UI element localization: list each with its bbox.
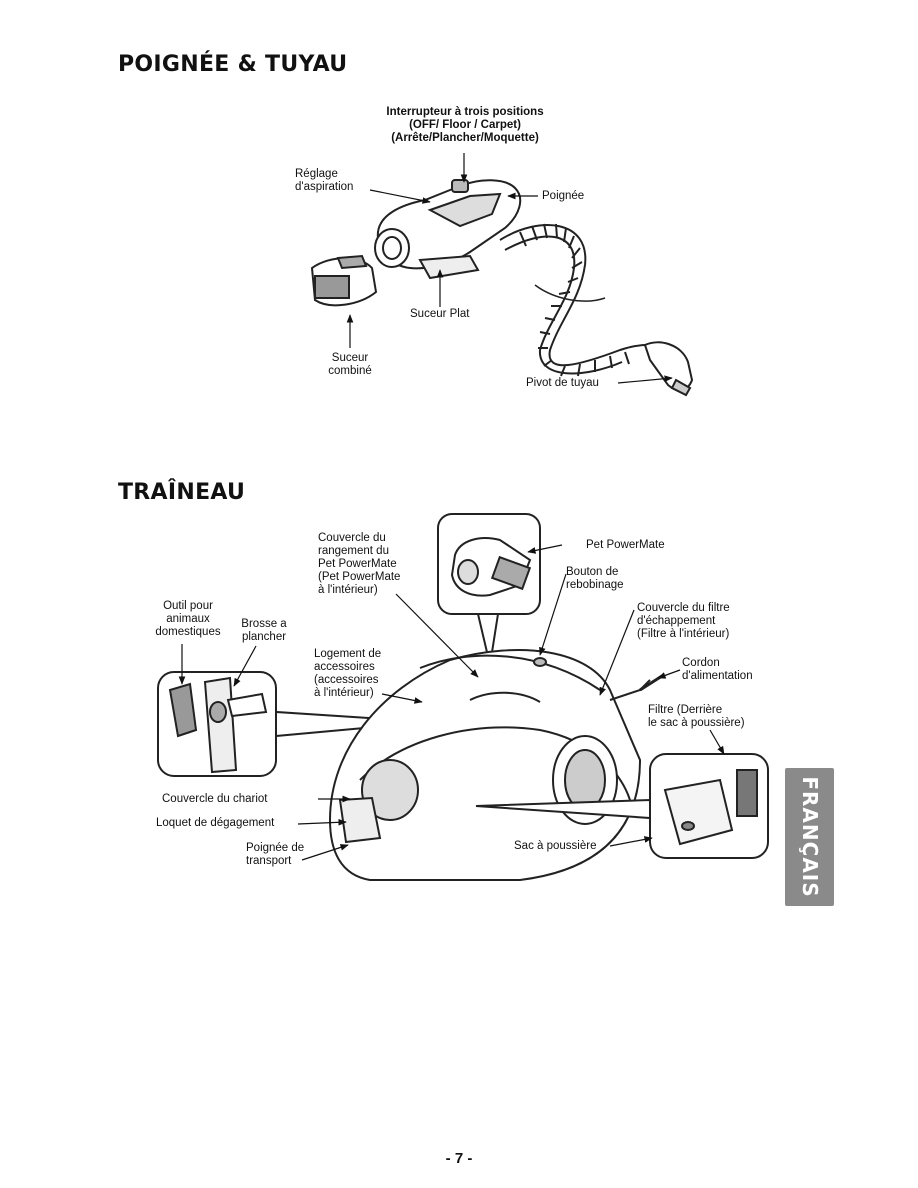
label-acc-line1: Logement de [314,648,382,660]
label-dust-bag: Sac à poussière [514,840,597,852]
label-storage-line2: rangement du [318,545,389,557]
label-pet-tool-line2: animaux [166,613,210,625]
label-floor-brush-line2: plancher [241,631,287,643]
label-cart-cover: Couvercle du chariot [162,793,268,805]
label-exhaust-line1: Couvercle du filtre [637,602,730,614]
label-combo-line1: Suceur [331,352,369,364]
label-combo-line2: combiné [328,365,372,377]
label-cord-line1: Cordon [682,657,720,669]
label-flat-nozzle: Suceur Plat [410,308,470,320]
label-switch-line1: Interrupteur à trois positions [386,106,544,118]
label-acc-line4: à l'intérieur) [314,687,374,699]
label-carry-handle: Poignée de transport [246,842,304,868]
label-exhaust-line3: (Filtre à l'intérieur) [637,628,730,640]
label-switch-line2: (OFF/ Floor / Carpet) [409,119,521,131]
label-hose-pivot: Pivot de tuyau [526,377,599,389]
label-power-cord: Cordon d'alimentation [682,657,753,683]
label-handle: Poignée [542,190,585,202]
label-pet-tool: Outil pour animaux domestiques [145,600,231,639]
label-release-latch: Loquet de dégagement [156,817,275,829]
label-carry-line1: Poignée de [246,842,305,854]
label-storage-line4: (Pet PowerMate [318,571,401,583]
label-exhaust-filter-cover: Couvercle du filtre d'échappement (Filtr… [637,602,730,641]
hose-illustration [499,223,694,397]
label-suction-line1: Réglage [295,168,338,180]
label-exhaust-line2: d'échappement [637,615,716,627]
label-filter-line2: le sac à poussière) [648,717,745,729]
label-rewind-line2: rebobinage [566,579,624,591]
label-storage-cover: Couvercle du rangement du Pet PowerMate … [318,532,400,597]
pet-powermate-inset [437,513,541,615]
label-filter-line1: Filtre (Derrière [648,704,723,716]
language-tab-label: FRANÇAIS [797,776,822,898]
label-acc-line3: (accessoires [314,674,379,686]
label-three-position-switch: Interrupteur à trois positions (OFF/ Flo… [368,106,562,145]
section-title-handle-hose: POIGNÉE & TUYAU [118,52,348,77]
label-accessory-storage: Logement de accessoires (accessoires à l… [314,648,381,700]
label-storage-line3: Pet PowerMate [318,558,397,570]
handle-illustration [310,179,522,307]
label-floor-brush-line1: Brosse a [241,618,287,630]
label-pet-powermate: Pet PowerMate [586,539,665,551]
label-floor-brush: Brosse a plancher [232,618,296,644]
tools-inset [157,671,277,777]
label-carry-line2: transport [246,855,292,867]
label-storage-line5: à l'intérieur) [318,584,378,596]
section-title-canister: TRAÎNEAU [118,480,246,505]
label-pet-tool-line1: Outil pour [163,600,213,612]
page-number: - 7 - [445,1150,473,1167]
label-filter: Filtre (Derrière le sac à poussière) [648,704,745,730]
label-storage-line1: Couvercle du [318,532,386,544]
label-rewind-button: Bouton de rebobinage [566,566,624,592]
label-switch-line3: (Arrête/Plancher/Moquette) [391,132,539,144]
label-cord-line2: d'alimentation [682,670,753,682]
filter-inset [649,753,769,859]
language-tab: FRANÇAIS [785,768,834,906]
label-acc-line2: accessoires [314,661,375,673]
label-pet-tool-line3: domestiques [155,626,221,638]
label-suction-line2: d'aspiration [295,181,354,193]
label-suction-control: Réglage d'aspiration [295,168,353,194]
label-rewind-line1: Bouton de [566,566,619,578]
inset-pointer [476,613,500,666]
label-combo-nozzle: Suceur combiné [320,352,380,378]
